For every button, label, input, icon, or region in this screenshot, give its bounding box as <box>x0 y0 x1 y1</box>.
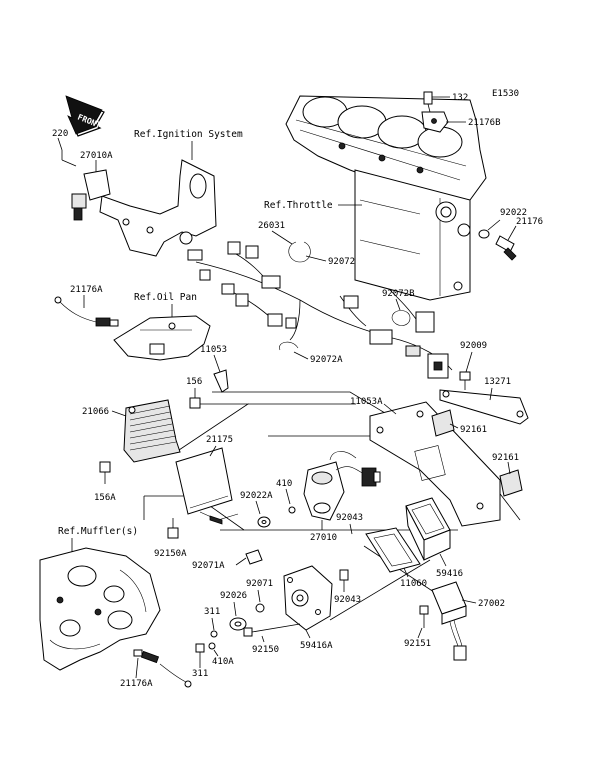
wiring-harness <box>187 241 453 379</box>
label-59416a: 59416A <box>300 641 333 651</box>
sensor-21176 <box>495 235 517 261</box>
pad-92161-a <box>431 409 455 437</box>
label-410a: 410A <box>212 657 234 667</box>
label-156: 156 <box>186 377 202 387</box>
washer-410 <box>288 506 296 514</box>
washer-92022a <box>257 516 271 528</box>
label-21066: 21066 <box>82 407 109 417</box>
label-92150: 92150 <box>252 645 279 655</box>
label-21176a-bottom: 21176A <box>120 679 153 689</box>
label-92071: 92071 <box>246 579 273 589</box>
nut-311-b <box>195 643 205 653</box>
bolt-156 <box>189 388 201 409</box>
label-21176b: 21176B <box>468 118 501 128</box>
pad-92161-b <box>499 469 523 497</box>
washer-410a-part <box>208 642 216 650</box>
relay-27002 <box>431 581 467 661</box>
label-21176: 21176 <box>516 217 543 227</box>
bolt-92150 <box>243 623 301 637</box>
label-11053: 11053 <box>200 345 227 355</box>
clamp-26031 <box>288 241 311 263</box>
label-92151: 92151 <box>404 639 431 649</box>
clamp-92072b <box>391 310 411 326</box>
ref-ignition-system: Ref.Ignition System <box>134 129 243 140</box>
label-92072: 92072 <box>328 257 355 267</box>
label-92043-b: 92043 <box>334 595 361 605</box>
bracket-11053 <box>213 369 229 393</box>
label-13271: 13271 <box>484 377 511 387</box>
sensor-21176a-bottom <box>133 649 192 688</box>
label-92043-a: 92043 <box>336 513 363 523</box>
collar-92026 <box>229 617 247 631</box>
label-59416: 59416 <box>436 569 463 579</box>
label-92022: 92022 <box>500 208 527 218</box>
label-92071a: 92071A <box>192 561 225 571</box>
case-59416a <box>283 565 333 631</box>
label-311-a: 311 <box>204 607 220 617</box>
diagram-code: E1530 <box>492 89 519 99</box>
label-410: 410 <box>276 479 292 489</box>
label-92072b: 92072B <box>382 289 415 299</box>
relay-27010 <box>303 451 381 521</box>
ecu-21175 <box>175 447 239 525</box>
sensor-27010a <box>71 169 111 221</box>
sensor-21176a-top <box>54 296 119 327</box>
throttle-body-assembly <box>285 95 487 301</box>
grommet-92071 <box>255 603 265 613</box>
ref-oil-pan: Ref.Oil Pan <box>134 292 197 303</box>
spacer-92043 <box>339 569 349 581</box>
label-92161-b: 92161 <box>492 453 519 463</box>
grommet-92071a <box>245 549 263 565</box>
ignition-bracket <box>99 159 217 257</box>
label-92150a: 92150A <box>154 549 187 559</box>
label-27002: 27002 <box>478 599 505 609</box>
label-27010: 27010 <box>310 533 337 543</box>
label-156a: 156A <box>94 493 116 503</box>
clamp-92072a <box>279 341 299 351</box>
label-220: 220 <box>52 129 68 139</box>
label-92161-a: 92161 <box>460 425 487 435</box>
ref-mufflers: Ref.Muffler(s) <box>58 526 138 537</box>
label-92022a: 92022A <box>240 491 273 501</box>
label-11060: 11060 <box>400 579 427 589</box>
label-92009: 92009 <box>460 341 487 351</box>
label-21175: 21175 <box>206 435 233 445</box>
sensor-21176b <box>421 91 449 133</box>
label-21176a-top: 21176A <box>70 285 103 295</box>
front-arrow-icon: FRONT <box>65 95 105 137</box>
bolt-92009 <box>459 371 471 390</box>
bolt-156a <box>99 461 111 484</box>
label-11053a: 11053A <box>350 397 383 407</box>
muffler-section <box>39 547 161 671</box>
ref-throttle: Ref.Throttle <box>264 200 333 211</box>
bolt-92150a <box>167 518 179 539</box>
case-59416 <box>405 497 451 561</box>
label-132: 132 <box>452 93 468 103</box>
cover-11060 <box>365 527 421 573</box>
label-26031: 26031 <box>258 221 285 231</box>
label-311-b: 311 <box>192 669 208 679</box>
washer-311-a <box>210 630 218 638</box>
label-27010a: 27010A <box>80 151 113 161</box>
washer-92022 <box>478 229 490 239</box>
label-92072a: 92072A <box>310 355 343 365</box>
label-92026: 92026 <box>220 591 247 601</box>
oil-pan <box>113 315 211 361</box>
bolt-92151 <box>419 605 429 628</box>
regulator-21066 <box>123 399 181 463</box>
plate-13271 <box>439 389 529 425</box>
